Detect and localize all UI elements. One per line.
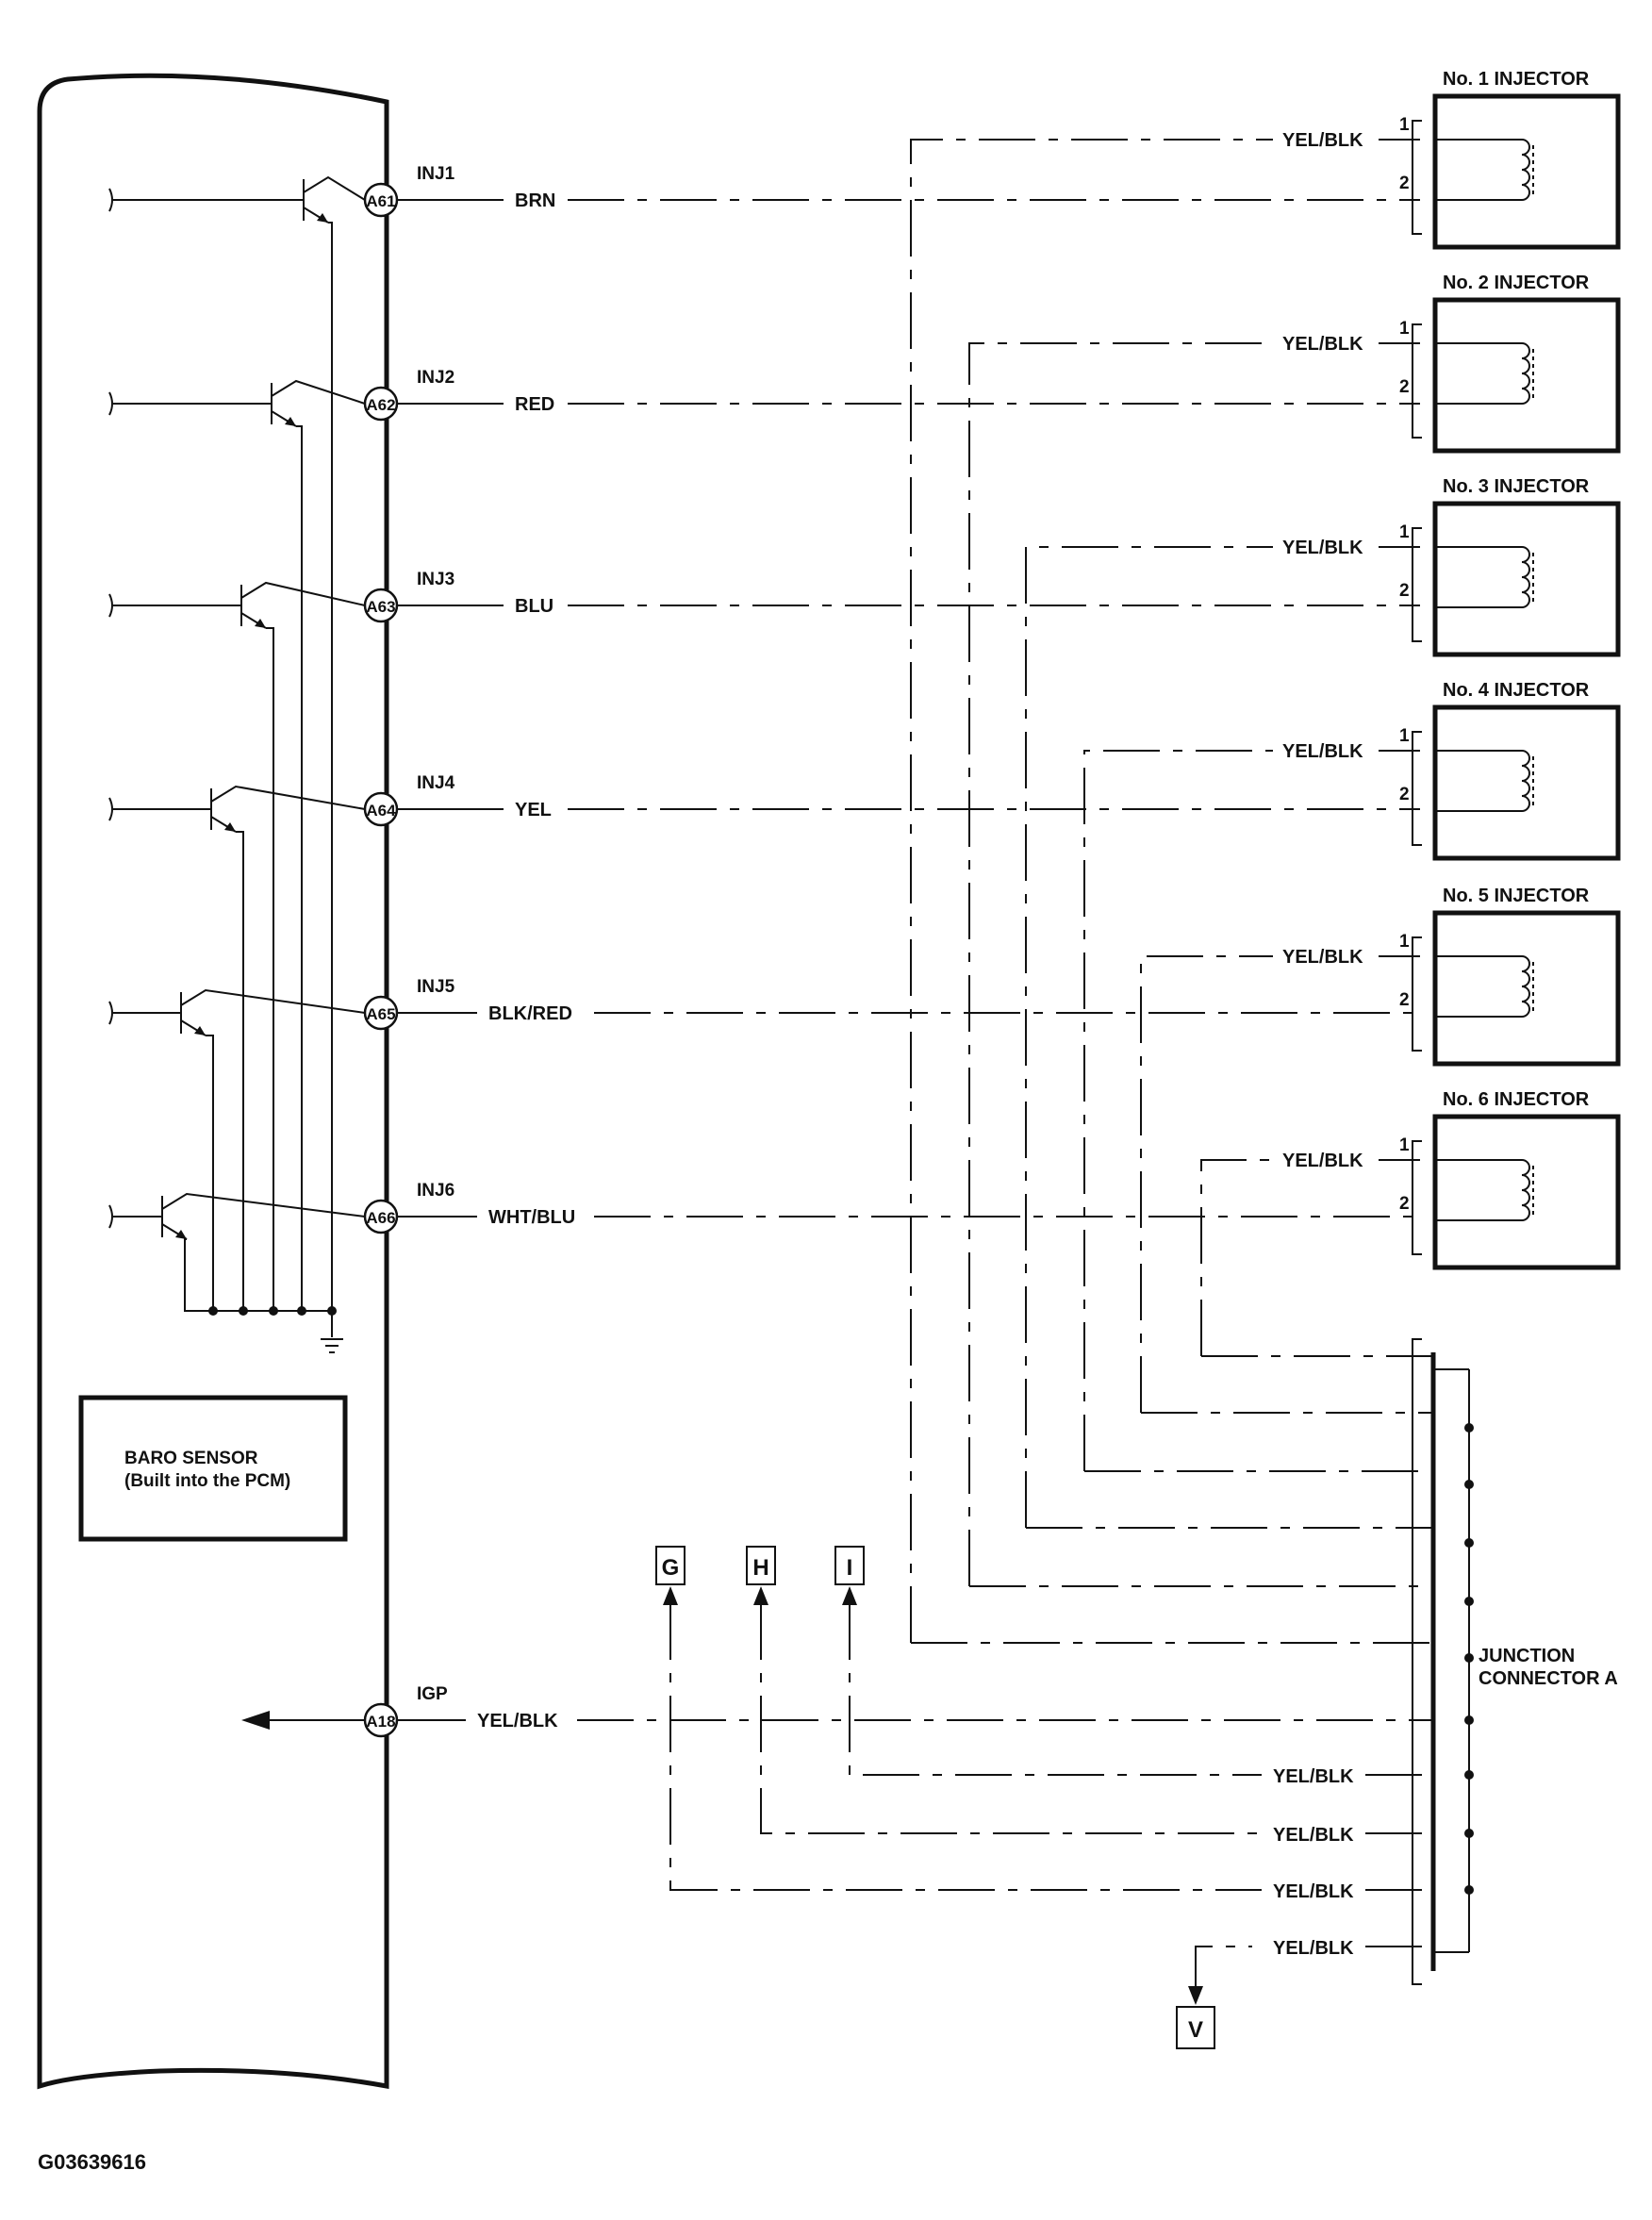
driver-transistor-6	[108, 1192, 366, 1311]
pin-id-label: A65	[366, 1005, 395, 1023]
injector-pin1: 1	[1399, 726, 1410, 746]
pin-wire-label: WHT/BLU	[488, 1207, 575, 1228]
branch-wire-h-label: YEL/BLK	[1273, 1825, 1354, 1846]
junction-label-line1: JUNCTION	[1479, 1646, 1575, 1666]
branch-wire-v-label: YEL/BLK	[1273, 1938, 1354, 1959]
ref-h-arrow-icon	[753, 1586, 768, 1605]
ref-g-arrow-icon	[663, 1586, 678, 1605]
pin-id-label: A61	[366, 192, 395, 210]
feed-wire-label: YEL/BLK	[1282, 947, 1363, 968]
branch-wire-i-label: YEL/BLK	[1273, 1766, 1354, 1787]
baro-sensor-label: BARO SENSOR	[124, 1449, 258, 1468]
ref-v-label: V	[1188, 2017, 1203, 2043]
injector-6: No. 6 INJECTOR 1 2	[1399, 1089, 1621, 1270]
pcm-module	[37, 73, 389, 2090]
ref-g-label: G	[662, 1555, 680, 1581]
feed-wire-3: YEL/BLK	[1025, 538, 1433, 1529]
injector-pin1: 1	[1399, 115, 1410, 135]
pin-signal-label: INJ1	[417, 164, 455, 184]
ref-i-arrow-icon	[842, 1586, 857, 1605]
feed-wire-label: YEL/BLK	[1282, 741, 1363, 762]
baro-sensor-note: (Built into the PCM)	[124, 1471, 290, 1491]
pin-signal-label: INJ2	[417, 368, 454, 388]
feed-wire-1: YEL/BLK	[910, 130, 1433, 1644]
pin-wire-label: RED	[515, 394, 554, 415]
pin-id-label: A66	[366, 1209, 395, 1227]
feed-wire-label: YEL/BLK	[1282, 1151, 1363, 1171]
pin-wire-label: BRN	[515, 191, 555, 211]
injector-1: No. 1 INJECTOR 1 2	[1399, 69, 1621, 250]
feed-wire-label: YEL/BLK	[1282, 334, 1363, 355]
pin-signal-label: INJ4	[417, 773, 455, 793]
pin-signal-label: INJ3	[417, 570, 454, 589]
injector-pin1: 1	[1399, 522, 1410, 542]
feed-wire-2: YEL/BLK	[968, 334, 1433, 1587]
injector-feed-wires: YEL/BLK YEL/BLK YEL/BLK YEL/BLK YEL/BLK YEL/B…	[910, 130, 1433, 1644]
driver-transistor-2	[108, 379, 366, 1311]
pin-wire-label: BLK/RED	[488, 1003, 572, 1024]
pin-id-label: A63	[366, 598, 395, 616]
injector-2: No. 2 INJECTOR 1 2	[1399, 273, 1621, 454]
junction-label-line2: CONNECTOR A	[1479, 1668, 1618, 1689]
injector-5: No. 5 INJECTOR 1 2	[1399, 886, 1621, 1067]
injector-3: No. 3 INJECTOR 1 2	[1399, 476, 1621, 657]
baro-sensor: BARO SENSOR (Built into the PCM)	[78, 1395, 348, 1542]
pin-a18-label: A18	[366, 1713, 395, 1731]
igp-arrow-icon	[241, 1711, 270, 1730]
driver-transistors	[108, 175, 366, 1311]
driver-transistor-3	[108, 581, 366, 1311]
feed-wire-label: YEL/BLK	[1282, 130, 1363, 151]
injector-pin2: 2	[1399, 785, 1410, 804]
pin-id-label: A62	[366, 396, 395, 414]
figure-id: G03639616	[38, 2150, 146, 2174]
injector-pin1: 1	[1399, 319, 1410, 339]
driver-transistor-4	[108, 785, 366, 1311]
injector-title: No. 3 INJECTOR	[1443, 476, 1590, 497]
injector-pin2: 2	[1399, 174, 1410, 193]
branch-wire-g-label: YEL/BLK	[1273, 1881, 1354, 1902]
feed-wire-6: YEL/BLK	[1200, 1151, 1433, 1357]
injector-pin2: 2	[1399, 990, 1410, 1010]
feed-wire-label: YEL/BLK	[1282, 538, 1363, 558]
junction-connector-a: JUNCTION CONNECTOR A	[1412, 1338, 1618, 1985]
feed-wire-4: YEL/BLK	[1083, 741, 1433, 1472]
ref-i-label: I	[847, 1555, 853, 1581]
injector-pin2: 2	[1399, 581, 1410, 601]
injector-title: No. 5 INJECTOR	[1443, 886, 1590, 906]
injector-pin2: 2	[1399, 1194, 1410, 1214]
pin-id-label: A64	[366, 802, 396, 820]
injector-pin1: 1	[1399, 932, 1410, 952]
ref-h-label: H	[752, 1555, 768, 1581]
pin-signal-label: INJ5	[417, 977, 455, 997]
ref-v-arrow-icon	[1188, 1986, 1203, 2005]
pin-wire-label: BLU	[515, 596, 553, 617]
driver-transistor-5	[108, 988, 366, 1311]
driver-transistor-1	[108, 175, 366, 1311]
injector-title: No. 2 INJECTOR	[1443, 273, 1590, 293]
igp-wire-label: YEL/BLK	[477, 1711, 558, 1731]
pin-wire-label: YEL	[515, 800, 552, 820]
ground-bus	[184, 1264, 343, 1353]
pcm-pins: A61INJ1BRNA62INJ2REDA63INJ3BLUA64INJ4YEL…	[363, 164, 1420, 1234]
igp-signal-label: IGP	[417, 1684, 448, 1704]
feed-wire-5: YEL/BLK	[1140, 947, 1433, 1414]
pin-signal-label: INJ6	[417, 1181, 454, 1201]
injector-title: No. 1 INJECTOR	[1443, 69, 1590, 90]
igp-circuit: A18 IGP YEL/BLK	[241, 1684, 1433, 1738]
injector-pin1: 1	[1399, 1135, 1410, 1155]
reference-connectors: G H I V YEL/BLK YEL/BLK YEL/BLK YEL/BLK	[655, 1546, 1433, 2049]
injector-4: No. 4 INJECTOR 1 2	[1399, 680, 1621, 861]
injector-title: No. 4 INJECTOR	[1443, 680, 1590, 701]
injector-pin2: 2	[1399, 377, 1410, 397]
injector-title: No. 6 INJECTOR	[1443, 1089, 1590, 1110]
